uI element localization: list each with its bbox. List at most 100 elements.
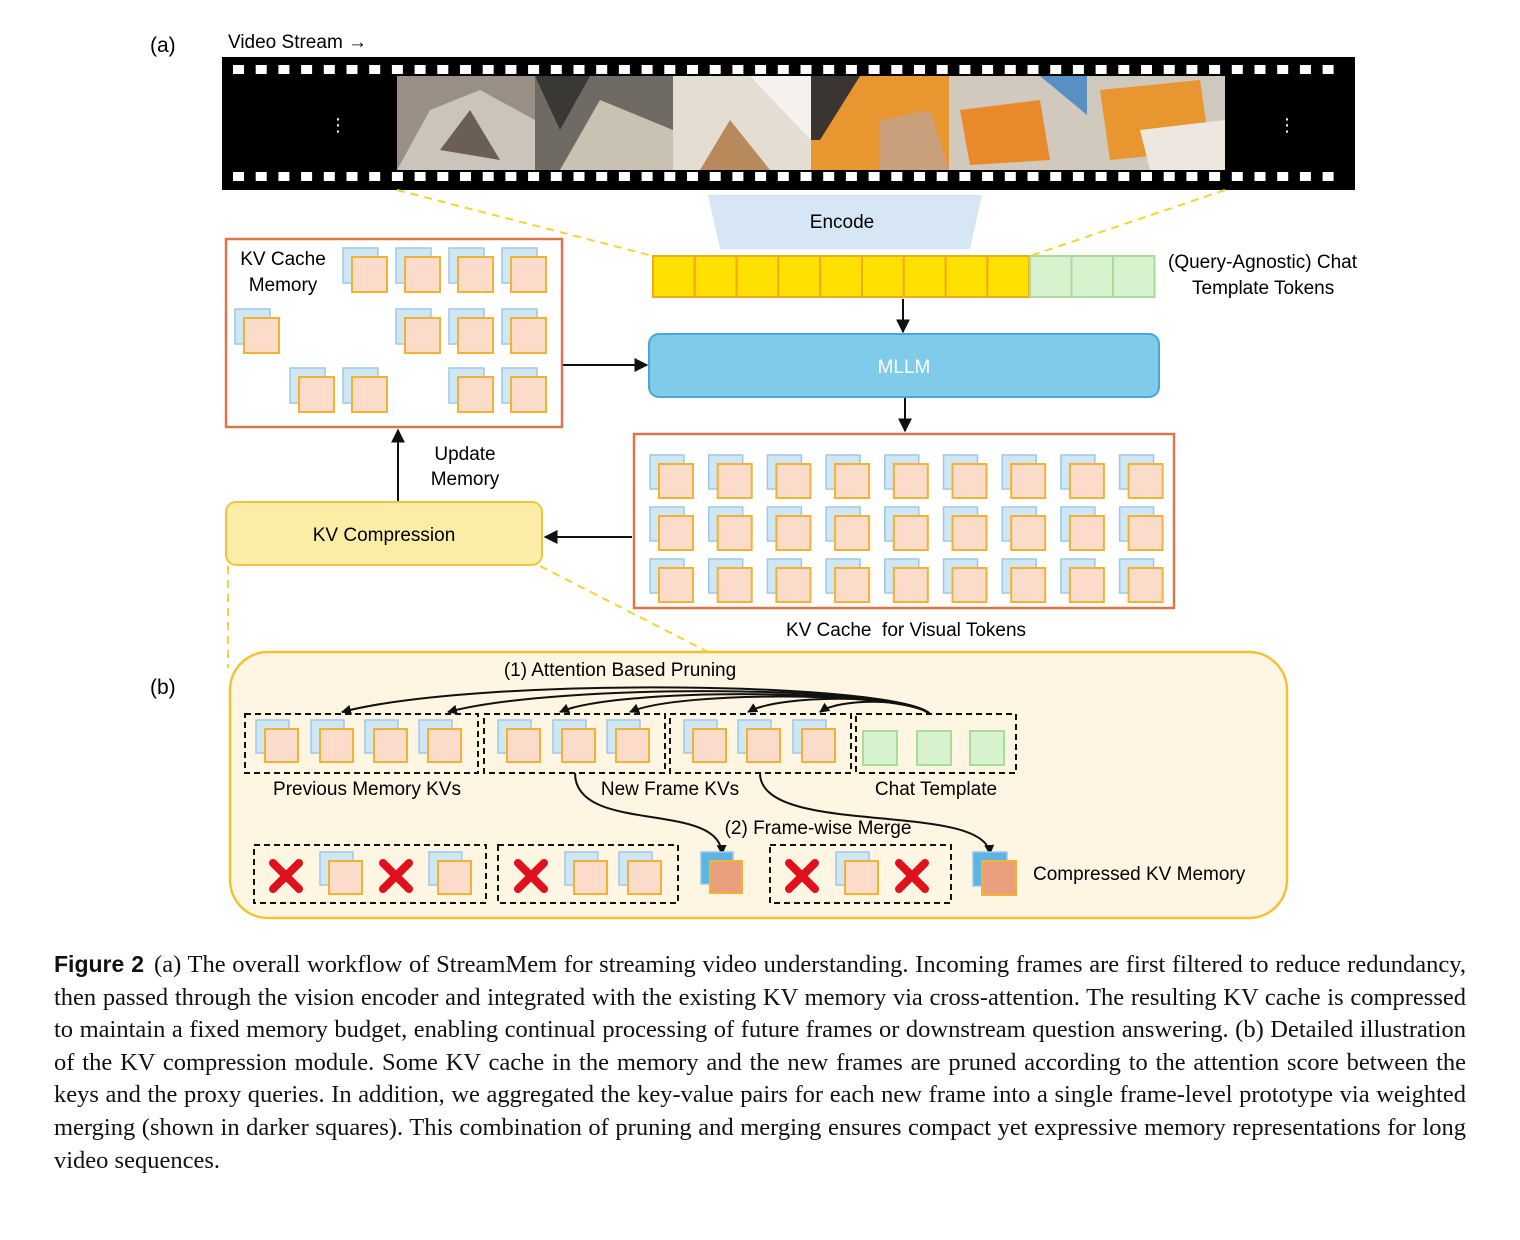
sprocket-hole [482, 65, 494, 74]
kv-pair [649, 558, 694, 603]
sprocket-hole [732, 65, 744, 74]
sprocket-hole [437, 172, 449, 181]
sprocket-hole [1163, 172, 1175, 181]
kv-pair [649, 506, 694, 551]
sprocket-hole [914, 172, 925, 181]
sprocket-hole [528, 65, 540, 74]
kv-pair [649, 454, 694, 499]
attention-pruning-arrows [341, 686, 931, 715]
memory-kv-pairs [234, 247, 547, 413]
sprocket-hole [1322, 172, 1334, 181]
sprocket-hole [800, 65, 812, 74]
kv-pair [364, 719, 408, 763]
kv-pair [683, 719, 727, 763]
kv-pair [942, 558, 988, 603]
panel-b-kv-pairs [255, 719, 1005, 766]
sprocket-hole [1277, 172, 1289, 181]
kv-pair [428, 851, 472, 895]
sprocket-hole [732, 172, 744, 181]
sprocket-hole [278, 65, 290, 74]
sprocket-hole [460, 65, 471, 74]
sprocket-hole [823, 172, 835, 181]
sprocket-hole [369, 172, 381, 181]
chat-template-group [855, 713, 1017, 774]
kv-pair [1118, 454, 1164, 499]
kv-pair [1001, 558, 1047, 603]
kv-pair [289, 367, 335, 413]
sprocket-hole [891, 65, 903, 74]
kv-pair [319, 851, 363, 895]
sprocket-hole [687, 172, 698, 181]
sprocket-hole [346, 65, 358, 74]
pruned-memory-group-1 [253, 844, 487, 904]
kv-pair [766, 454, 812, 499]
panel-a-label: (a) [150, 34, 176, 57]
sprocket-hole [891, 172, 903, 181]
kv-pair [342, 367, 388, 413]
visual-token [986, 255, 1031, 298]
kv-compression-detail-panel [228, 650, 1289, 920]
sprocket-hole [982, 172, 994, 181]
visual-token [944, 255, 989, 298]
kv-pair [448, 308, 494, 354]
kv-pair [342, 247, 388, 293]
sprocket-hole [664, 65, 676, 74]
visual-token [819, 255, 864, 298]
kv-pair [618, 851, 662, 895]
update-memory-label-line1: Update [434, 444, 495, 465]
kv-pair [766, 558, 812, 603]
sprocket-hole [1163, 65, 1175, 74]
kv-pair [234, 308, 280, 354]
sprocket-hole [1254, 172, 1266, 181]
sprocket-hole [868, 65, 880, 74]
sprocket-hole [482, 172, 494, 181]
kv-pair [552, 719, 596, 763]
sprocket-hole [1277, 65, 1289, 74]
visual-token [652, 255, 696, 298]
sprocket-hole [346, 172, 358, 181]
film-sprocket-holes [233, 65, 1334, 181]
kv-pair [737, 719, 781, 763]
kv-pair [825, 454, 871, 499]
kv-pair [835, 851, 879, 895]
kv-pair [884, 506, 929, 551]
film-ellipsis-left: ⋮ [329, 115, 347, 135]
sprocket-hole [1004, 172, 1016, 181]
kv-pair [395, 308, 441, 354]
kv-pair [501, 367, 547, 413]
kv-pair [255, 719, 299, 763]
sprocket-hole [1095, 172, 1107, 181]
visual-token [777, 255, 822, 298]
sprocket-hole [1095, 65, 1107, 74]
previous-memory-group [244, 713, 479, 774]
visual-token [735, 255, 780, 298]
sprocket-hole [573, 65, 585, 74]
kv-pair [310, 719, 354, 763]
kv-pair [942, 454, 988, 499]
visual-kv-pairs [649, 454, 1164, 603]
sprocket-hole [1209, 172, 1221, 181]
film-ellipsis-right: ⋮ [1278, 115, 1296, 135]
sprocket-hole [1231, 65, 1243, 74]
frame-merge-arrows [574, 772, 995, 855]
sprocket-hole [664, 172, 676, 181]
chat-template-label: Chat Template [875, 779, 997, 800]
chat-template-label-line2: Template Tokens [1192, 278, 1334, 299]
sprocket-hole [868, 172, 880, 181]
pruned-memory-group-2 [497, 844, 679, 904]
sprocket-hole [959, 172, 971, 181]
sprocket-hole [391, 65, 403, 74]
caption-text: (a) The overall workflow of StreamMem fo… [54, 951, 1466, 1174]
sprocket-hole [914, 65, 925, 74]
sprocket-hole [596, 172, 608, 181]
sprocket-hole [800, 172, 812, 181]
sprocket-hole [550, 172, 562, 181]
sprocket-hole [1072, 65, 1084, 74]
sprocket-hole [641, 172, 653, 181]
sprocket-hole [369, 65, 381, 74]
chat-template-token [862, 730, 898, 766]
sprocket-hole [845, 65, 857, 74]
chat-template-token [1070, 255, 1114, 298]
mllm-block [648, 333, 1160, 398]
kv-pair [766, 506, 812, 551]
